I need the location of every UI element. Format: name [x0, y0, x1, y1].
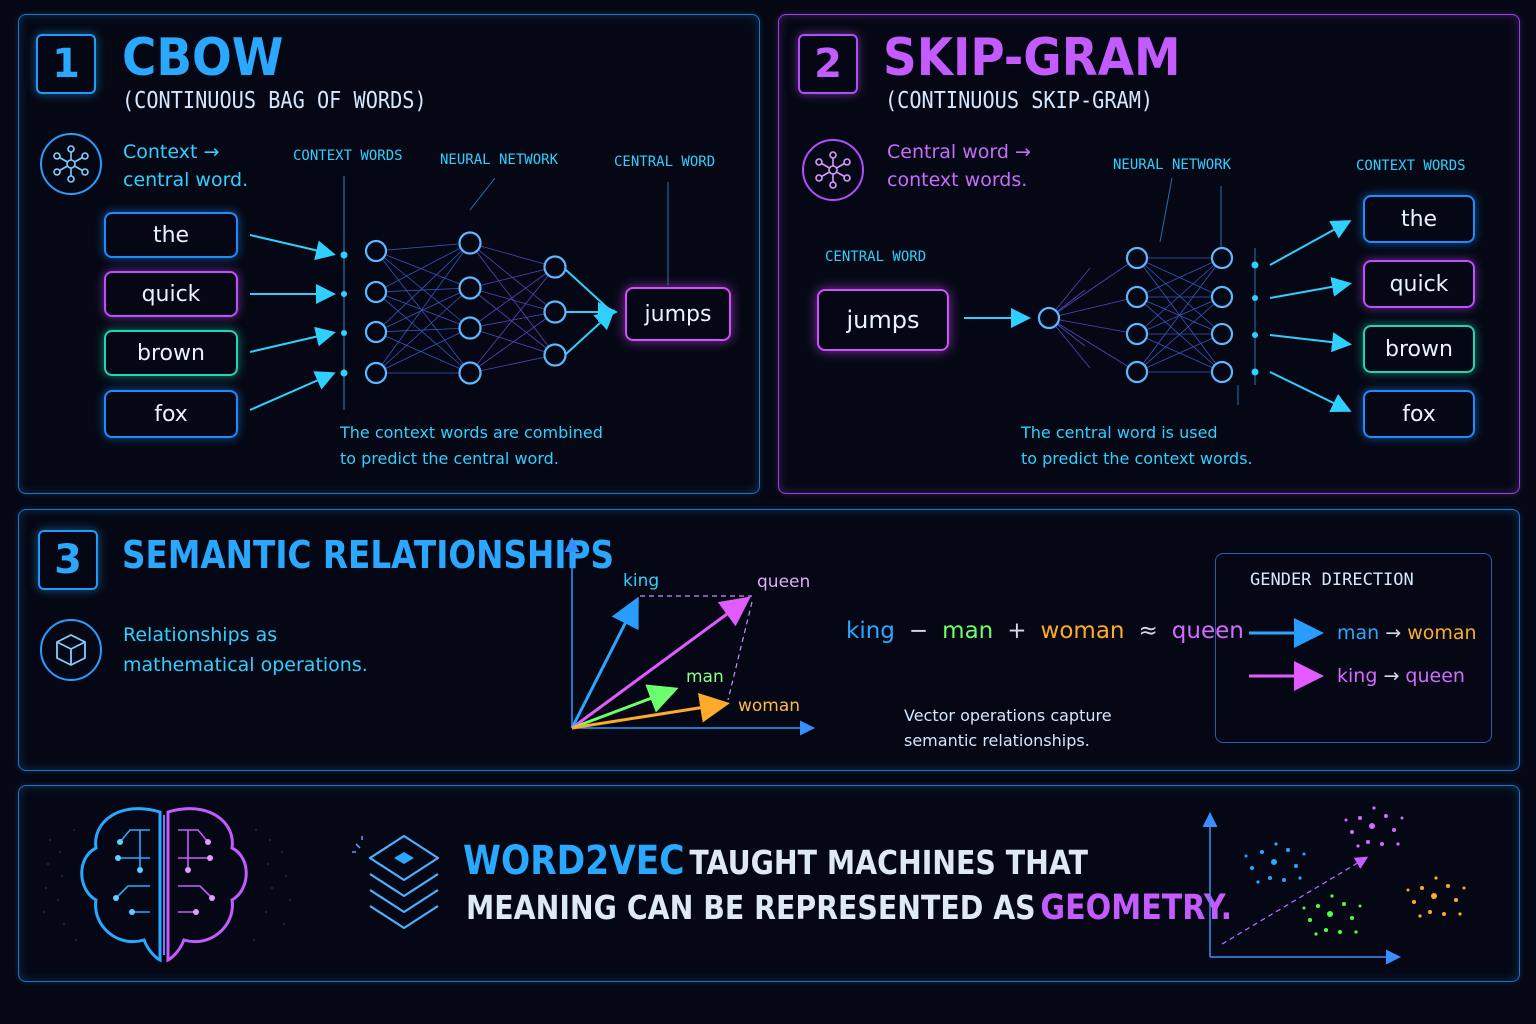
- cbow-label-context-words: CONTEXT WORDS: [293, 148, 403, 164]
- skipgram-desc-line1: Central word →: [887, 141, 1031, 163]
- skipgram-caption-line1: The central word is used: [1021, 423, 1218, 442]
- skipgram-desc-line2: context words.: [887, 169, 1028, 191]
- cbow-subtitle: (CONTINUOUS BAG OF WORDS): [122, 88, 427, 114]
- cbow-title: CBOW: [122, 28, 284, 88]
- gender-row2-b: queen: [1405, 665, 1465, 687]
- semantic-desc-line2: mathematical operations.: [123, 654, 368, 676]
- skipgram-subtitle: (CONTINUOUS SKIP-GRAM): [885, 88, 1154, 114]
- footer-line1: WORD2VEC TAUGHT MACHINES THAT: [463, 838, 1088, 884]
- cbow-caption-line1: The context words are combined: [340, 423, 603, 442]
- semantic-caption-line2: semantic relationships.: [904, 731, 1090, 750]
- cbow-desc-line1: Context →: [123, 141, 220, 163]
- semantic-panel: [18, 509, 1520, 771]
- footer-accent-geometry: GEOMETRY.: [1040, 888, 1233, 928]
- analogy-equation: king − man + woman ≈ queen: [846, 618, 1244, 644]
- vector-label-queen: queen: [757, 572, 810, 592]
- skipgram-panel: [778, 14, 1520, 494]
- eq-term-king: king: [846, 618, 895, 644]
- semantic-cube-icon-circle: [40, 619, 102, 681]
- gender-direction-title: GENDER DIRECTION: [1250, 570, 1414, 590]
- gender-row1-b: woman: [1407, 622, 1477, 644]
- cube-icon: [56, 634, 86, 666]
- network-icon: [815, 151, 851, 189]
- semantic-desc-line1: Relationships as: [123, 624, 278, 646]
- footer-panel: [18, 785, 1520, 982]
- cbow-caption-line2: to predict the central word.: [340, 449, 559, 468]
- gender-direction-box: [1215, 553, 1492, 743]
- cbow-word-fox: fox: [104, 390, 238, 438]
- skipgram-title: SKIP-GRAM: [883, 28, 1181, 88]
- eq-op-plus: +: [1007, 618, 1027, 644]
- skipgram-label-context-words: CONTEXT WORDS: [1356, 158, 1466, 174]
- skipgram-label-central-word: CENTRAL WORD: [825, 249, 927, 265]
- footer-line1-rest: TAUGHT MACHINES THAT: [689, 843, 1088, 882]
- cbow-network-icon-circle: [40, 133, 102, 195]
- cbow-desc-line2: central word.: [123, 169, 249, 191]
- gender-row-king-queen: king → queen: [1337, 665, 1465, 687]
- eq-term-queen: queen: [1171, 618, 1244, 644]
- cbow-word-the: the: [104, 212, 238, 258]
- eq-term-man: man: [942, 618, 994, 644]
- network-icon: [53, 145, 89, 183]
- eq-op-approx: ≈: [1138, 618, 1158, 644]
- vector-label-man: man: [686, 667, 724, 687]
- skipgram-word-quick: quick: [1363, 260, 1475, 308]
- gender-row2-arrow: →: [1383, 665, 1400, 687]
- skipgram-input-jumps: jumps: [817, 289, 949, 351]
- semantic-number-badge: 3: [38, 530, 98, 590]
- skipgram-number-badge: 2: [798, 34, 858, 94]
- semantic-title: SEMANTIC RELATIONSHIPS: [122, 533, 615, 577]
- footer-line2-start: MEANING CAN BE REPRESENTED AS: [466, 888, 1036, 927]
- semantic-caption-line1: Vector operations capture: [904, 706, 1112, 725]
- cbow-word-quick: quick: [104, 271, 238, 317]
- gender-row1-arrow: →: [1385, 622, 1402, 644]
- cbow-number-badge: 1: [36, 34, 96, 94]
- gender-row1-a: man: [1337, 622, 1380, 644]
- skipgram-word-brown: brown: [1363, 325, 1475, 373]
- eq-op-minus: −: [908, 618, 929, 644]
- footer-line2: MEANING CAN BE REPRESENTED AS GEOMETRY.: [466, 888, 1232, 928]
- skipgram-word-fox: fox: [1363, 390, 1475, 438]
- cbow-output-jumps: jumps: [625, 287, 731, 341]
- cbow-panel: [18, 14, 760, 494]
- cbow-label-central-word: CENTRAL WORD: [614, 154, 716, 170]
- gender-row-man-woman: man → woman: [1337, 622, 1477, 644]
- skipgram-network-icon-circle: [802, 139, 864, 201]
- vector-label-woman: woman: [738, 696, 800, 716]
- skipgram-caption-line2: to predict the context words.: [1021, 449, 1253, 468]
- eq-term-woman: woman: [1040, 618, 1125, 644]
- cbow-label-neural-network: NEURAL NETWORK: [440, 152, 559, 168]
- cbow-word-brown: brown: [104, 330, 238, 376]
- footer-brand: WORD2VEC: [463, 838, 685, 884]
- gender-row2-a: king: [1337, 665, 1378, 687]
- skipgram-word-the: the: [1363, 195, 1475, 243]
- skipgram-label-neural-network: NEURAL NETWORK: [1113, 157, 1232, 173]
- vector-label-king: king: [623, 571, 659, 591]
